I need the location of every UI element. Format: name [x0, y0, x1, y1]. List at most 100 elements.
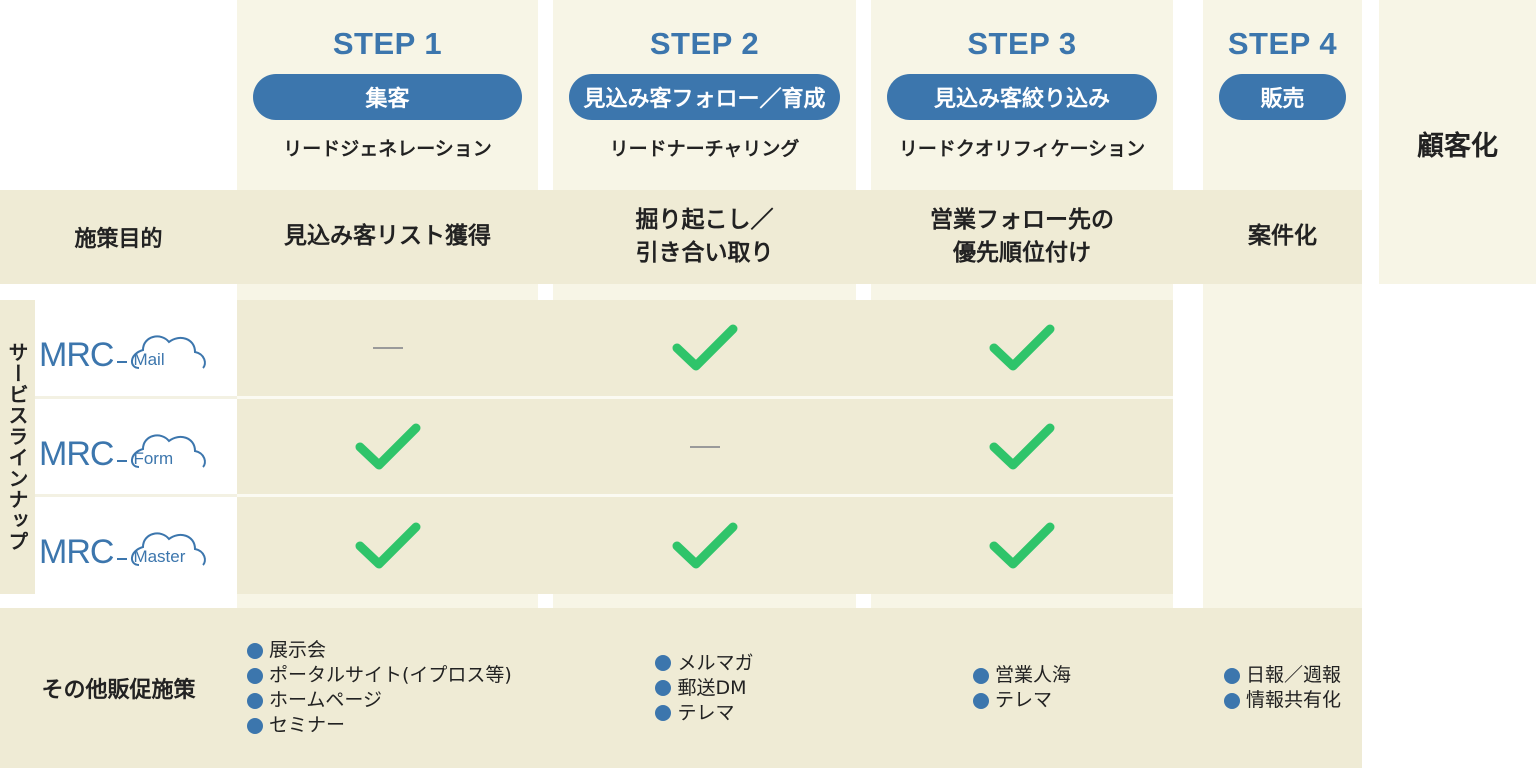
service-row-master: MRC Master — [35, 497, 1173, 594]
logo-mrc-text: MRC — [39, 336, 114, 374]
bullet-icon — [1223, 692, 1240, 709]
logo-mrc-text: MRC — [39, 533, 114, 571]
step2-title: STEP 2 — [649, 26, 760, 61]
cloud-icon — [117, 434, 207, 468]
mrc-mail-logo: MRC Mail — [39, 324, 209, 372]
measure-text: 営業人海 — [994, 664, 1071, 686]
list-item: 営業人海 — [972, 663, 1071, 688]
goal-line: 見込み客リスト獲得 — [284, 223, 491, 250]
measure-list: メルマガ 郵送DM テレマ — [655, 651, 754, 726]
matrix-cell — [237, 300, 538, 396]
mrc-form-logo: MRC Form — [39, 423, 209, 471]
goal-line: 営業フォロー先の — [930, 206, 1114, 233]
step1-subtitle: リードジェネレーション — [283, 138, 492, 160]
goal-row-label: 施策目的 — [74, 227, 163, 252]
matrix-cell — [553, 497, 856, 594]
final-column-bg — [1379, 0, 1536, 284]
other-measures-band — [0, 608, 1362, 768]
step3-pill: 見込み客絞り込み — [887, 74, 1157, 120]
goal-line: 優先順位付け — [953, 240, 1091, 266]
service-row-form: MRC Form — [35, 399, 1173, 494]
cloud-icon — [117, 335, 207, 369]
goal-line: 引き合い取り — [635, 240, 774, 266]
logo-product-name: Master — [133, 547, 186, 566]
step3-subtitle: リードクオリフィケーション — [898, 138, 1146, 160]
measure-text: テレマ — [677, 701, 735, 724]
logo-product-name: Mail — [133, 350, 165, 369]
check-icon — [355, 423, 420, 469]
check-icon — [355, 522, 420, 568]
list-item: 郵送DM — [655, 676, 753, 701]
measure-text: メルマガ — [677, 651, 754, 674]
bullet-icon — [1223, 667, 1240, 684]
mrc-master-logo: MRC Master — [39, 521, 209, 569]
step4-measures: 日報／週報 情報共有化 — [1203, 608, 1362, 768]
check-icon — [989, 522, 1055, 568]
bullet-icon — [655, 655, 672, 671]
matrix-cell — [871, 399, 1173, 494]
row-divider — [35, 494, 237, 497]
logo-mrc-text: MRC — [39, 435, 114, 473]
measure-list: 営業人海 テレマ — [972, 663, 1071, 713]
step4-title: STEP 4 — [1227, 26, 1338, 61]
matrix-cell — [237, 399, 538, 494]
logo-cloud: Master — [117, 521, 209, 569]
goal-band — [0, 190, 1362, 284]
dash-mark — [689, 445, 720, 448]
step1-title: STEP 1 — [332, 26, 443, 61]
step1-pill: 集客 — [253, 74, 522, 120]
step2-goal: 掘り起こし／ 引き合い取り — [553, 190, 856, 284]
goal-line: 案件化 — [1248, 223, 1317, 250]
row-divider — [35, 396, 237, 399]
measure-text: ポータルサイト(イプロス等) — [269, 664, 512, 686]
matrix-cell — [237, 497, 538, 594]
step1-goal: 見込み客リスト獲得 — [237, 190, 538, 284]
list-item: 情報共有化 — [1223, 688, 1341, 713]
logo-product-name: Form — [133, 449, 174, 468]
matrix-cell — [553, 399, 856, 494]
logo-column-bg — [35, 300, 237, 594]
step1-measures: 展示会 ポータルサイト(イプロス等) ホームページ セミナー — [237, 608, 538, 768]
matrix-cell — [871, 497, 1173, 594]
step4-pill: 販売 — [1219, 74, 1346, 120]
matrix-cell — [553, 300, 856, 396]
list-item: テレマ — [972, 688, 1071, 713]
list-item: セミナー — [247, 713, 512, 738]
measure-text: セミナー — [269, 714, 346, 736]
measure-text: 日報／週報 — [1245, 664, 1341, 686]
bullet-icon — [247, 692, 263, 709]
list-item: ホームページ — [247, 688, 512, 713]
check-icon — [989, 324, 1055, 371]
measure-text: ホームページ — [269, 689, 383, 711]
dash-mark — [372, 347, 403, 349]
logo-cloud: Mail — [117, 324, 209, 372]
service-row-mail: MRC Mail — [35, 300, 1173, 396]
list-item: ポータルサイト(イプロス等) — [247, 663, 512, 688]
measure-text: 郵送DM — [677, 676, 747, 699]
logo-cloud: Form — [117, 423, 209, 471]
step3-measures: 営業人海 テレマ — [871, 608, 1173, 768]
bullet-icon — [247, 667, 263, 684]
measure-text: 情報共有化 — [1245, 689, 1341, 711]
cloud-icon — [117, 532, 207, 566]
step2-pill: 見込み客フォロー／育成 — [569, 74, 840, 120]
step3-title: STEP 3 — [967, 26, 1077, 61]
list-item: 展示会 — [247, 638, 512, 663]
step2-measures: メルマガ 郵送DM テレマ — [553, 608, 856, 768]
list-item: メルマガ — [655, 651, 754, 676]
matrix-cell — [871, 300, 1173, 396]
other-measures-label: その他販促施策 — [41, 678, 196, 703]
step3-goal: 営業フォロー先の 優先順位付け — [871, 190, 1173, 284]
check-icon — [672, 324, 737, 371]
measure-list: 日報／週報 情報共有化 — [1223, 663, 1341, 713]
check-icon — [989, 423, 1055, 469]
goal-line: 掘り起こし／ — [635, 206, 774, 233]
measure-text: 展示会 — [269, 639, 327, 661]
bullet-icon — [247, 642, 263, 659]
measure-text: テレマ — [994, 689, 1052, 711]
bullet-icon — [247, 717, 263, 734]
bullet-icon — [972, 692, 989, 709]
list-item: 日報／週報 — [1223, 663, 1341, 688]
measure-list: 展示会 ポータルサイト(イプロス等) ホームページ セミナー — [247, 638, 512, 738]
step4-goal: 案件化 — [1203, 190, 1362, 284]
